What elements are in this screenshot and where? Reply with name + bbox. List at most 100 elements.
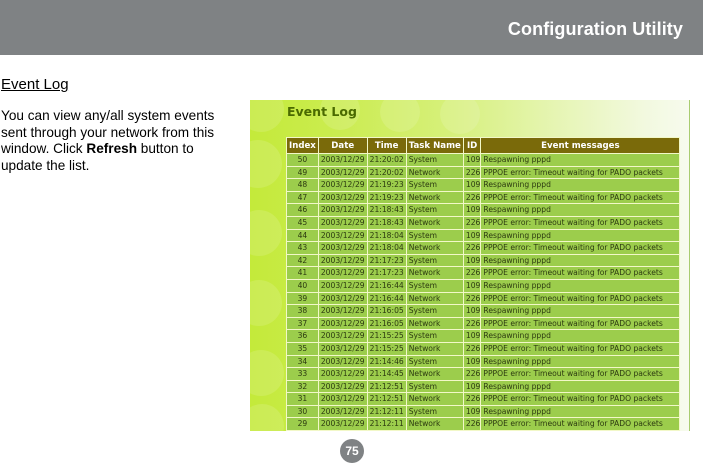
cell-date: 2003/12/29 — [318, 166, 367, 179]
cell-msg: Respawning pppd — [481, 305, 680, 317]
cell-index: 45 — [287, 216, 318, 229]
cell-date: 2003/12/29 — [318, 179, 367, 191]
column-header-event-messages: Event messages — [481, 138, 680, 153]
cell-time: 21:15:25 — [367, 342, 406, 355]
cell-date: 2003/12/29 — [318, 405, 367, 418]
cell-task: Network — [406, 292, 463, 305]
cell-id: 109 — [463, 305, 481, 317]
cell-msg: Respawning pppd — [481, 179, 680, 191]
cell-time: 21:20:02 — [367, 154, 406, 166]
cell-id: 109 — [463, 330, 481, 342]
cell-index: 44 — [287, 229, 318, 242]
cell-task: Network — [406, 216, 463, 229]
cell-index: 31 — [287, 393, 318, 405]
cell-task: System — [406, 279, 463, 292]
cell-date: 2003/12/29 — [318, 242, 367, 254]
cell-index: 49 — [287, 166, 318, 179]
cell-date: 2003/12/29 — [318, 292, 367, 305]
decorative-bubble — [250, 140, 282, 188]
cell-index: 33 — [287, 368, 318, 380]
cell-index: 39 — [287, 292, 318, 305]
decorative-bubble — [250, 280, 282, 326]
cell-id: 109 — [463, 154, 481, 166]
cell-task: Network — [406, 342, 463, 355]
cell-id: 226 — [463, 368, 481, 380]
event-log-screenshot: Event Log Index Date Time Task Name ID E… — [250, 100, 690, 431]
cell-task: System — [406, 330, 463, 342]
cell-msg: PPPOE error: Timeout waiting for PADO pa… — [481, 393, 680, 405]
cell-task: Network — [406, 267, 463, 279]
cell-date: 2003/12/29 — [318, 191, 367, 204]
cell-date: 2003/12/29 — [318, 305, 367, 317]
cell-task: Network — [406, 418, 463, 431]
cell-index: 42 — [287, 254, 318, 267]
cell-task: Network — [406, 191, 463, 204]
table-header-row: Index Date Time Task Name ID Event messa… — [287, 138, 680, 153]
cell-date: 2003/12/29 — [318, 380, 367, 393]
cell-task: System — [406, 405, 463, 418]
cell-id: 226 — [463, 342, 481, 355]
cell-task: System — [406, 154, 463, 166]
cell-time: 21:16:44 — [367, 292, 406, 305]
cell-msg: PPPOE error: Timeout waiting for PADO pa… — [481, 267, 680, 279]
cell-task: System — [406, 229, 463, 242]
cell-id: 226 — [463, 292, 481, 305]
cell-index: 50 — [287, 154, 318, 166]
cell-msg: Respawning pppd — [481, 330, 680, 342]
cell-id: 226 — [463, 267, 481, 279]
cell-time: 21:12:11 — [367, 405, 406, 418]
cell-id: 226 — [463, 191, 481, 204]
cell-index: 43 — [287, 242, 318, 254]
column-header-id: ID — [463, 138, 481, 153]
cell-msg: PPPOE error: Timeout waiting for PADO pa… — [481, 242, 680, 254]
cell-task: System — [406, 305, 463, 317]
cell-task: Network — [406, 393, 463, 405]
cell-task: Network — [406, 317, 463, 330]
cell-msg: Respawning pppd — [481, 405, 680, 418]
cell-date: 2003/12/29 — [318, 267, 367, 279]
cell-index: 47 — [287, 191, 318, 204]
cell-id: 226 — [463, 242, 481, 254]
decorative-bubble — [250, 100, 284, 132]
cell-date: 2003/12/29 — [318, 229, 367, 242]
section-description: You can view any/all system events sent … — [1, 108, 236, 174]
cell-msg: Respawning pppd — [481, 204, 680, 216]
header-title: Configuration Utility — [507, 19, 683, 39]
cell-time: 21:18:04 — [367, 242, 406, 254]
cell-index: 34 — [287, 355, 318, 368]
refresh-keyword: Refresh — [86, 141, 137, 156]
cell-time: 21:17:23 — [367, 267, 406, 279]
cell-task: System — [406, 355, 463, 368]
cell-id: 226 — [463, 216, 481, 229]
cell-time: 21:18:04 — [367, 229, 406, 242]
column-header-task-name: Task Name — [406, 138, 463, 153]
cell-time: 21:14:45 — [367, 368, 406, 380]
cell-id: 226 — [463, 418, 481, 431]
cell-id: 109 — [463, 179, 481, 191]
cell-msg: PPPOE error: Timeout waiting for PADO pa… — [481, 368, 680, 380]
cell-id: 109 — [463, 405, 481, 418]
cell-date: 2003/12/29 — [318, 216, 367, 229]
cell-id: 109 — [463, 254, 481, 267]
cell-msg: PPPOE error: Timeout waiting for PADO pa… — [481, 342, 680, 355]
decorative-bubble — [250, 404, 284, 431]
cell-date: 2003/12/29 — [318, 418, 367, 431]
cell-index: 37 — [287, 317, 318, 330]
cell-index: 32 — [287, 380, 318, 393]
cell-msg: Respawning pppd — [481, 154, 680, 166]
